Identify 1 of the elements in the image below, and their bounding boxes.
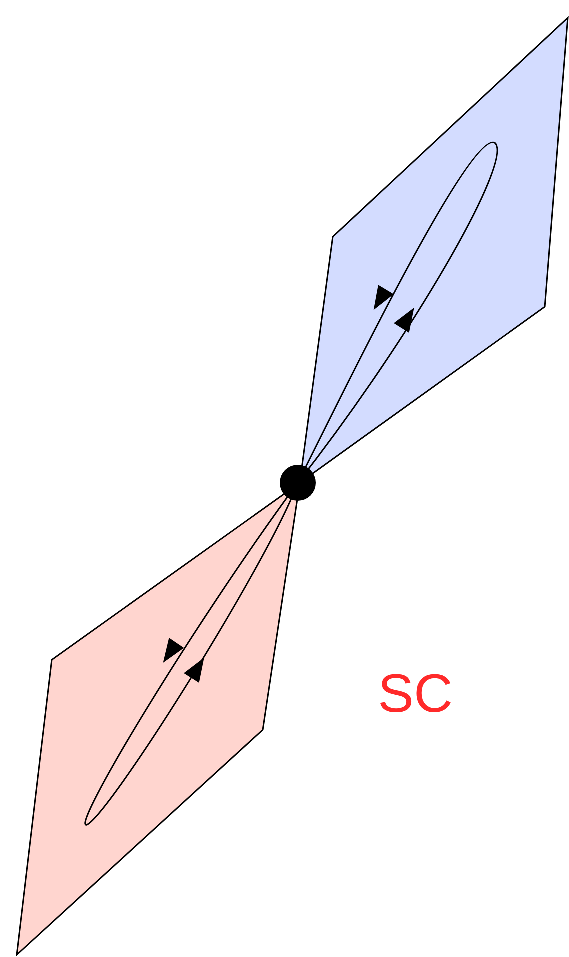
region-label: SC bbox=[378, 667, 454, 721]
